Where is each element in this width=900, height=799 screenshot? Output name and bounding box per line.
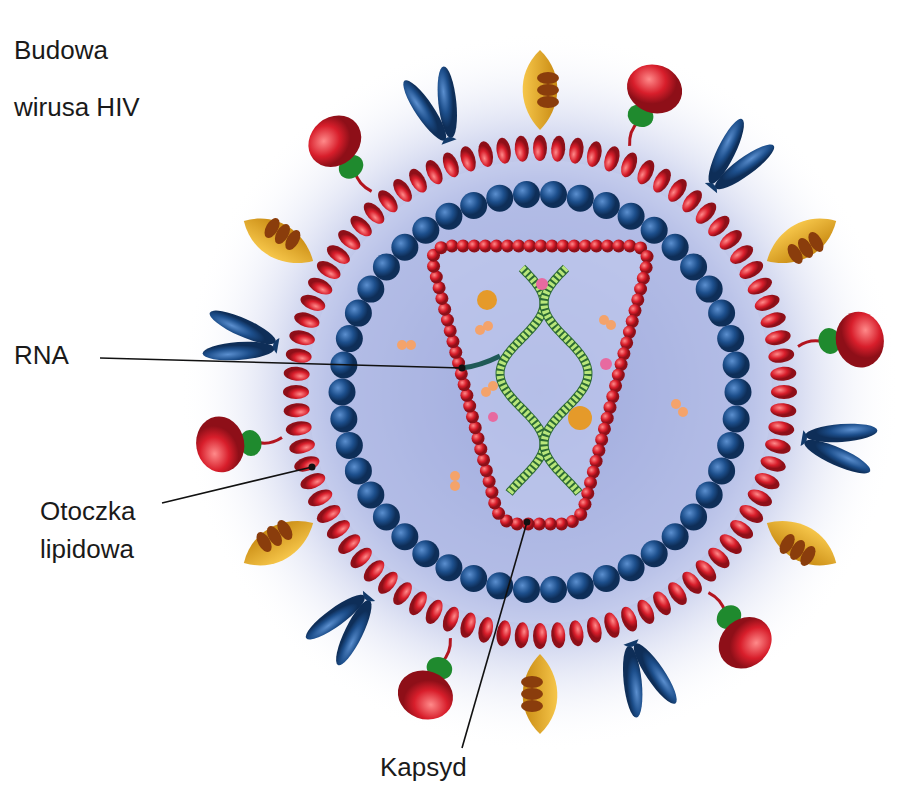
halo <box>180 32 900 752</box>
spikes <box>192 50 889 734</box>
part-label: Otoczka lipidowa <box>40 496 135 564</box>
gold-spike <box>234 507 321 578</box>
part-label-box: RNA <box>14 340 114 370</box>
blue-spike <box>688 112 781 207</box>
gold-spike <box>521 654 557 734</box>
matrix-ground <box>308 160 772 624</box>
rna-strands <box>462 268 588 493</box>
part-label-box: Kapsyd <box>380 752 500 782</box>
blue-spike <box>396 61 477 152</box>
blue-spike <box>298 577 391 672</box>
title: Budowa wirusa HIV <box>14 35 140 122</box>
gold-spike <box>758 206 845 277</box>
red-spike <box>607 57 689 157</box>
blue-spike <box>199 304 283 375</box>
capsid <box>427 240 654 531</box>
gold-spike <box>757 508 844 579</box>
leader-lines <box>100 358 531 748</box>
part-label-box: Otoczka lipidowa <box>40 492 160 568</box>
gold-spike <box>235 205 322 276</box>
blue-spike <box>797 409 881 480</box>
lipid-envelope <box>283 135 797 649</box>
gold-spike <box>523 50 559 130</box>
enzymes <box>397 278 688 491</box>
part-label: RNA <box>14 340 69 370</box>
red-spike <box>192 406 286 476</box>
part-label: Kapsyd <box>380 752 467 782</box>
red-spike <box>794 308 888 378</box>
virus <box>180 32 900 752</box>
blue-spike <box>603 632 684 723</box>
red-spike <box>391 627 473 727</box>
matrix-ring <box>329 181 752 603</box>
title-box: Budowa wirusa HIV <box>14 22 164 136</box>
